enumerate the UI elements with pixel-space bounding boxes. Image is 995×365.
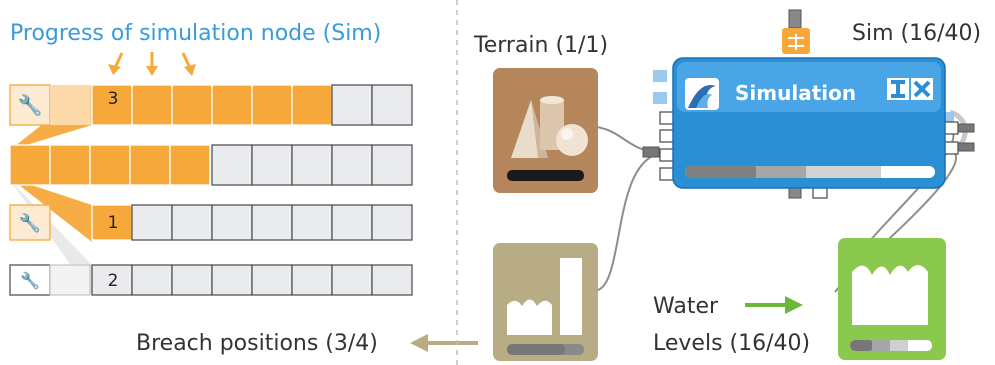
input-port[interactable] bbox=[653, 92, 667, 104]
wrench-icon: 🔧 bbox=[18, 93, 43, 117]
cell bbox=[291, 264, 333, 296]
water-progress-fill bbox=[872, 340, 890, 351]
terrain-label: Terrain (1/1) bbox=[473, 33, 608, 58]
input-port[interactable] bbox=[659, 111, 675, 125]
cell bbox=[129, 144, 171, 186]
row-label: 1 bbox=[108, 213, 119, 233]
water-chart-icon bbox=[852, 265, 928, 325]
cell bbox=[49, 264, 91, 296]
cell bbox=[371, 264, 413, 296]
sim-progress-fill bbox=[685, 166, 760, 178]
water-levels-node[interactable] bbox=[838, 238, 946, 360]
water-progress-fill bbox=[850, 340, 875, 351]
input-port[interactable] bbox=[659, 129, 675, 143]
cell bbox=[251, 264, 293, 296]
output-port[interactable] bbox=[943, 141, 959, 155]
output-port[interactable] bbox=[943, 121, 959, 135]
factory-chart-icon bbox=[507, 258, 582, 335]
cell bbox=[331, 264, 373, 296]
row-label: 3 bbox=[108, 89, 119, 109]
water-label-line1: Water bbox=[653, 294, 719, 319]
cell bbox=[371, 204, 413, 241]
simulation-title: Simulation bbox=[735, 81, 856, 105]
cell bbox=[251, 204, 293, 241]
sim-control-icon[interactable] bbox=[782, 9, 810, 54]
wrench-button[interactable] bbox=[9, 204, 51, 241]
cell bbox=[169, 144, 211, 186]
sim-label: Sim (16/40) bbox=[852, 21, 981, 46]
cell bbox=[131, 204, 173, 241]
water-progress-fill bbox=[890, 340, 908, 351]
output-port[interactable] bbox=[957, 142, 975, 152]
cell bbox=[291, 84, 333, 126]
terrain-progress-bar bbox=[507, 170, 584, 181]
input-port[interactable] bbox=[653, 70, 667, 82]
cell bbox=[331, 84, 373, 126]
cell bbox=[50, 85, 90, 125]
wrench-icon: 🔧 bbox=[20, 271, 40, 290]
cell bbox=[49, 144, 91, 186]
breach-positions-label: Breach positions (3/4) bbox=[136, 331, 378, 356]
breach-node[interactable] bbox=[493, 243, 598, 361]
cell bbox=[171, 84, 213, 126]
connection-wire bbox=[597, 152, 663, 291]
cell bbox=[331, 144, 373, 186]
progress-row: 🔧 1 bbox=[9, 204, 413, 241]
simulation-node[interactable]: Simulation bbox=[653, 9, 975, 199]
progress-row: 🔧 3 bbox=[9, 84, 413, 126]
row-connector bbox=[10, 178, 92, 242]
progress-row bbox=[9, 144, 413, 186]
wrench-icon: 🔧 bbox=[19, 212, 41, 234]
arrow-down-icon bbox=[181, 52, 196, 76]
cell bbox=[371, 84, 413, 126]
cell bbox=[131, 264, 173, 296]
cell bbox=[171, 264, 213, 296]
sim-progress-fill bbox=[806, 166, 881, 178]
input-port[interactable] bbox=[659, 167, 675, 181]
cell bbox=[371, 144, 413, 186]
water-label-line2: Levels (16/40) bbox=[653, 331, 810, 356]
progress-row: 🔧 2 bbox=[9, 264, 413, 296]
sim-progress-fill bbox=[756, 166, 808, 178]
cell bbox=[251, 84, 293, 126]
cell bbox=[211, 204, 253, 241]
output-port[interactable] bbox=[642, 146, 660, 158]
cell bbox=[291, 144, 333, 186]
cell bbox=[331, 204, 373, 241]
cell bbox=[171, 204, 213, 241]
cell bbox=[211, 84, 253, 126]
cell bbox=[91, 204, 133, 241]
arrow-down-icon bbox=[146, 52, 158, 76]
wave-icon bbox=[685, 78, 719, 110]
input-port[interactable] bbox=[659, 148, 675, 162]
wrench-button[interactable] bbox=[9, 264, 51, 296]
info-icon[interactable] bbox=[887, 78, 909, 100]
cell bbox=[9, 144, 51, 186]
output-port[interactable] bbox=[957, 123, 975, 133]
cell bbox=[291, 204, 333, 241]
arrow-left-icon bbox=[410, 334, 478, 352]
cell bbox=[211, 264, 253, 296]
cell bbox=[251, 144, 293, 186]
terrain-node[interactable] bbox=[493, 68, 598, 193]
progress-title: Progress of simulation node (Sim) bbox=[10, 21, 381, 46]
cell bbox=[89, 144, 131, 186]
breach-progress-fill bbox=[507, 344, 565, 355]
wrench-button[interactable] bbox=[9, 84, 51, 126]
arrow-right-icon bbox=[745, 296, 803, 314]
cell bbox=[131, 84, 173, 126]
close-icon[interactable] bbox=[911, 78, 933, 100]
cell bbox=[91, 264, 133, 296]
arrow-down-icon bbox=[108, 52, 124, 75]
shapes-icon bbox=[511, 96, 588, 158]
cell bbox=[211, 144, 253, 186]
cell bbox=[91, 84, 133, 126]
row-label: 2 bbox=[108, 271, 119, 291]
